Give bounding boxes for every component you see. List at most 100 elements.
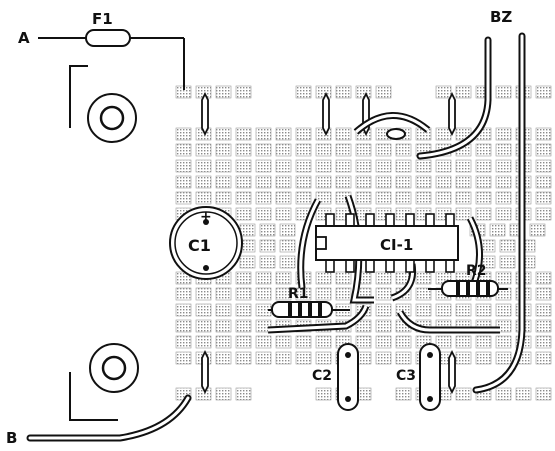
copper-pad [495, 351, 512, 365]
copper-pad [315, 143, 332, 157]
copper-pad [175, 159, 192, 173]
copper-pad [275, 159, 292, 173]
jumper-link [322, 91, 330, 137]
copper-pad [295, 143, 312, 157]
copper-pad [315, 335, 332, 349]
copper-pad [315, 351, 332, 365]
copper-pad [175, 335, 192, 349]
copper-pad [535, 287, 552, 301]
copper-pad [175, 287, 192, 301]
copper-pad [239, 255, 256, 269]
copper-pad [495, 159, 512, 173]
copper-pad [395, 351, 412, 365]
copper-pad [475, 351, 492, 365]
copper-pad [279, 223, 296, 237]
copper-pad [235, 351, 252, 365]
terminal-a-label: A [18, 29, 30, 47]
copper-pad [395, 143, 412, 157]
copper-pad [175, 175, 192, 189]
copper-pad [315, 271, 332, 285]
copper-pad [275, 351, 292, 365]
copper-pad [255, 319, 272, 333]
copper-pad [455, 387, 472, 401]
buzzer-lead-right [472, 32, 526, 394]
copper-pad [435, 175, 452, 189]
copper-pad [475, 175, 492, 189]
copper-pad [215, 335, 232, 349]
resistor-r1 [268, 301, 350, 318]
copper-pad [315, 85, 332, 99]
copper-pad [279, 239, 296, 253]
copper-pad [255, 127, 272, 141]
copper-pad [395, 159, 412, 173]
copper-pad [495, 191, 512, 205]
copper-pad [295, 127, 312, 141]
copper-pad [415, 287, 432, 301]
copper-pad [355, 159, 372, 173]
copper-pad [315, 287, 332, 301]
c1-polarity-mark: + [200, 209, 212, 225]
capacitor-c2 [337, 343, 359, 411]
copper-pad [175, 351, 192, 365]
copper-pad [235, 335, 252, 349]
copper-pad [495, 387, 512, 401]
copper-pad [375, 191, 392, 205]
copper-pad [495, 175, 512, 189]
copper-pad [375, 159, 392, 173]
copper-pad [335, 127, 352, 141]
copper-pad [535, 127, 552, 141]
copper-pad [275, 175, 292, 189]
copper-pad [255, 351, 272, 365]
jumper-link [201, 91, 209, 137]
copper-pad [195, 159, 212, 173]
copper-pad [355, 319, 372, 333]
copper-pad [435, 85, 452, 99]
copper-pad [215, 191, 232, 205]
copper-pad [535, 159, 552, 173]
copper-pad [355, 191, 372, 205]
copper-pad [215, 351, 232, 365]
copper-pad [375, 351, 392, 365]
copper-pad [175, 191, 192, 205]
ic-label: CI-1 [380, 236, 413, 254]
copper-pad [255, 335, 272, 349]
copper-pad [355, 335, 372, 349]
jumper-link [448, 349, 456, 395]
copper-pad [335, 271, 352, 285]
copper-pad [259, 255, 276, 269]
copper-pad [175, 143, 192, 157]
mounting-hole-top [87, 93, 137, 143]
copper-pad [275, 335, 292, 349]
buzzer-lead-left [416, 36, 492, 160]
copper-pad [255, 143, 272, 157]
copper-pad [315, 387, 332, 401]
copper-pad [215, 143, 232, 157]
stripboard-pad-grid [175, 85, 552, 401]
copper-pad [475, 159, 492, 173]
capacitor-c2-label: C2 [312, 368, 332, 384]
copper-pad [535, 335, 552, 349]
copper-pad [435, 127, 452, 141]
copper-pad [435, 335, 452, 349]
fuse-f1 [85, 29, 131, 47]
copper-pad [495, 271, 512, 285]
copper-pad [235, 319, 252, 333]
copper-pad [489, 223, 506, 237]
mounting-bracket [69, 65, 118, 421]
copper-pad [455, 207, 472, 221]
copper-pad [375, 319, 392, 333]
copper-pad [215, 127, 232, 141]
copper-pad [535, 85, 552, 99]
copper-pad [415, 271, 432, 285]
copper-pad [275, 271, 292, 285]
copper-pad [275, 191, 292, 205]
copper-pad [259, 223, 276, 237]
copper-pad [375, 287, 392, 301]
copper-pad [235, 127, 252, 141]
arc-jumper-top [353, 112, 431, 140]
copper-pad [395, 175, 412, 189]
copper-pad [535, 351, 552, 365]
copper-pad [535, 387, 552, 401]
copper-pad [335, 143, 352, 157]
copper-pad [315, 175, 332, 189]
